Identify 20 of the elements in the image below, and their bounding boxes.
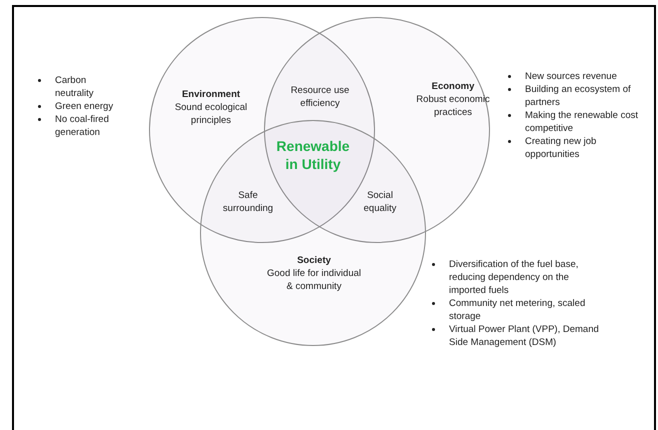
bullet-text: Green energy — [55, 100, 114, 113]
circle-description: Good life for individual & community — [266, 267, 362, 293]
bullet-text: Diversification of the fuel base, reducing dependency on the imported fuels — [449, 258, 580, 297]
bullet-text: Building an ecosystem of partners — [525, 83, 632, 109]
bullet-text: Carbon neutrality — [55, 74, 95, 100]
center-title: Renewable in Utility — [276, 137, 350, 173]
bullet-text: Virtual Power Plant (VPP), Demand Side Management (DSM) — [449, 323, 599, 349]
overlap-label: Safe surrounding — [222, 189, 274, 215]
overlap-label: Resource use efficiency — [290, 84, 350, 110]
bullet-text: Making the renewable cost competitive — [525, 109, 640, 135]
circle-description: Sound ecological principles — [174, 101, 248, 127]
circle-heading: Environment — [180, 88, 242, 101]
circle-heading: Economy — [430, 80, 476, 93]
circle-description: Robust economic practices — [415, 93, 491, 119]
bullet-text: Community net metering, scaled storage — [449, 297, 586, 323]
bullet-text: Creating new job opportunities — [525, 135, 598, 161]
circle-heading: Society — [296, 254, 332, 267]
overlap-label: Social equality — [362, 189, 398, 215]
bullet-text: New sources revenue — [525, 70, 618, 83]
bullet-text: No coal-fired generation — [55, 113, 110, 139]
